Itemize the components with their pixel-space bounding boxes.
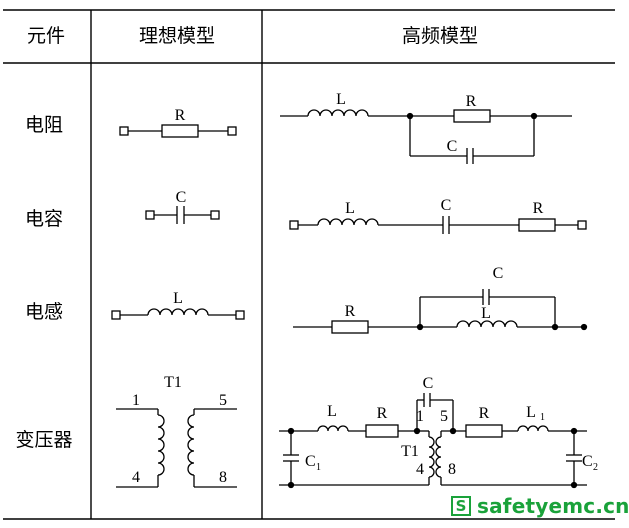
transformer-hf-c2-subscript: 2 [593, 462, 598, 473]
transformer-hf-pin-4: 4 [416, 461, 424, 478]
resistor-hf-circuit [280, 109, 572, 164]
transformer-hf-l1-label: L [526, 404, 536, 421]
watermark-text: safetyemc.cn [477, 494, 629, 518]
row-label-inductor: 电感 [25, 301, 63, 323]
inductor-hf-resistor-label: R [345, 303, 356, 320]
transformer-hf-c1-label: C [305, 453, 316, 470]
row-label-capacitor: 电容 [25, 208, 63, 230]
transformer-ideal-pin-4: 4 [132, 469, 140, 486]
transformer-hf-pin-8: 8 [448, 461, 456, 478]
capacitor-hf-capacitor-label: C [441, 197, 452, 214]
transformer-hf-pin-1: 1 [416, 408, 424, 425]
transformer-hf-resistor-label: R [377, 405, 388, 422]
transformer-ideal-name: T1 [164, 374, 182, 391]
row-label-transformer: 变压器 [15, 429, 72, 451]
header-high-frequency-model: 高频模型 [402, 25, 478, 47]
transformer-hf-c2-label: C [582, 453, 593, 470]
resistor-ideal-label: R [175, 107, 186, 124]
resistor-hf-resistor-label: R [466, 93, 477, 110]
transformer-hf-inductor-label: L [327, 403, 337, 420]
row-label-resistor: 电阻 [25, 114, 63, 136]
header-ideal-model: 理想模型 [139, 25, 215, 47]
capacitor-hf-circuit [289, 216, 587, 234]
transformer-hf-capacitor-label: C [423, 375, 434, 392]
resistor-ideal-symbol [119, 124, 237, 138]
header-component: 元件 [27, 25, 65, 47]
transformer-ideal-symbol [116, 408, 237, 488]
transformer-hf-circuit [279, 393, 587, 489]
transformer-hf-resistor2-label: R [479, 405, 490, 422]
transformer-ideal-pin-8: 8 [219, 469, 227, 486]
transformer-hf-pin-5: 5 [440, 408, 448, 425]
inductor-hf-inductor-label: L [481, 305, 491, 322]
inductor-hf-circuit [293, 289, 588, 334]
resistor-hf-inductor-label: L [336, 91, 346, 108]
watermark-logo-icon: S [451, 496, 471, 516]
capacitor-ideal-label: C [176, 189, 187, 206]
watermark: S safetyemc.cn [451, 492, 629, 520]
capacitor-hf-resistor-label: R [533, 200, 544, 217]
inductor-hf-capacitor-label: C [493, 265, 504, 282]
capacitor-ideal-symbol [145, 206, 220, 224]
table-grid [3, 9, 615, 520]
inductor-ideal-label: L [173, 290, 183, 307]
transformer-hf-l1-subscript: 1 [540, 412, 545, 423]
transformer-ideal-pin-5: 5 [219, 392, 227, 409]
inductor-ideal-symbol [111, 308, 245, 320]
transformer-hf-name: T1 [401, 443, 419, 460]
capacitor-hf-inductor-label: L [345, 200, 355, 217]
transformer-ideal-pin-1: 1 [132, 392, 140, 409]
resistor-hf-capacitor-label: C [447, 138, 458, 155]
transformer-hf-c1-subscript: 1 [316, 462, 321, 473]
